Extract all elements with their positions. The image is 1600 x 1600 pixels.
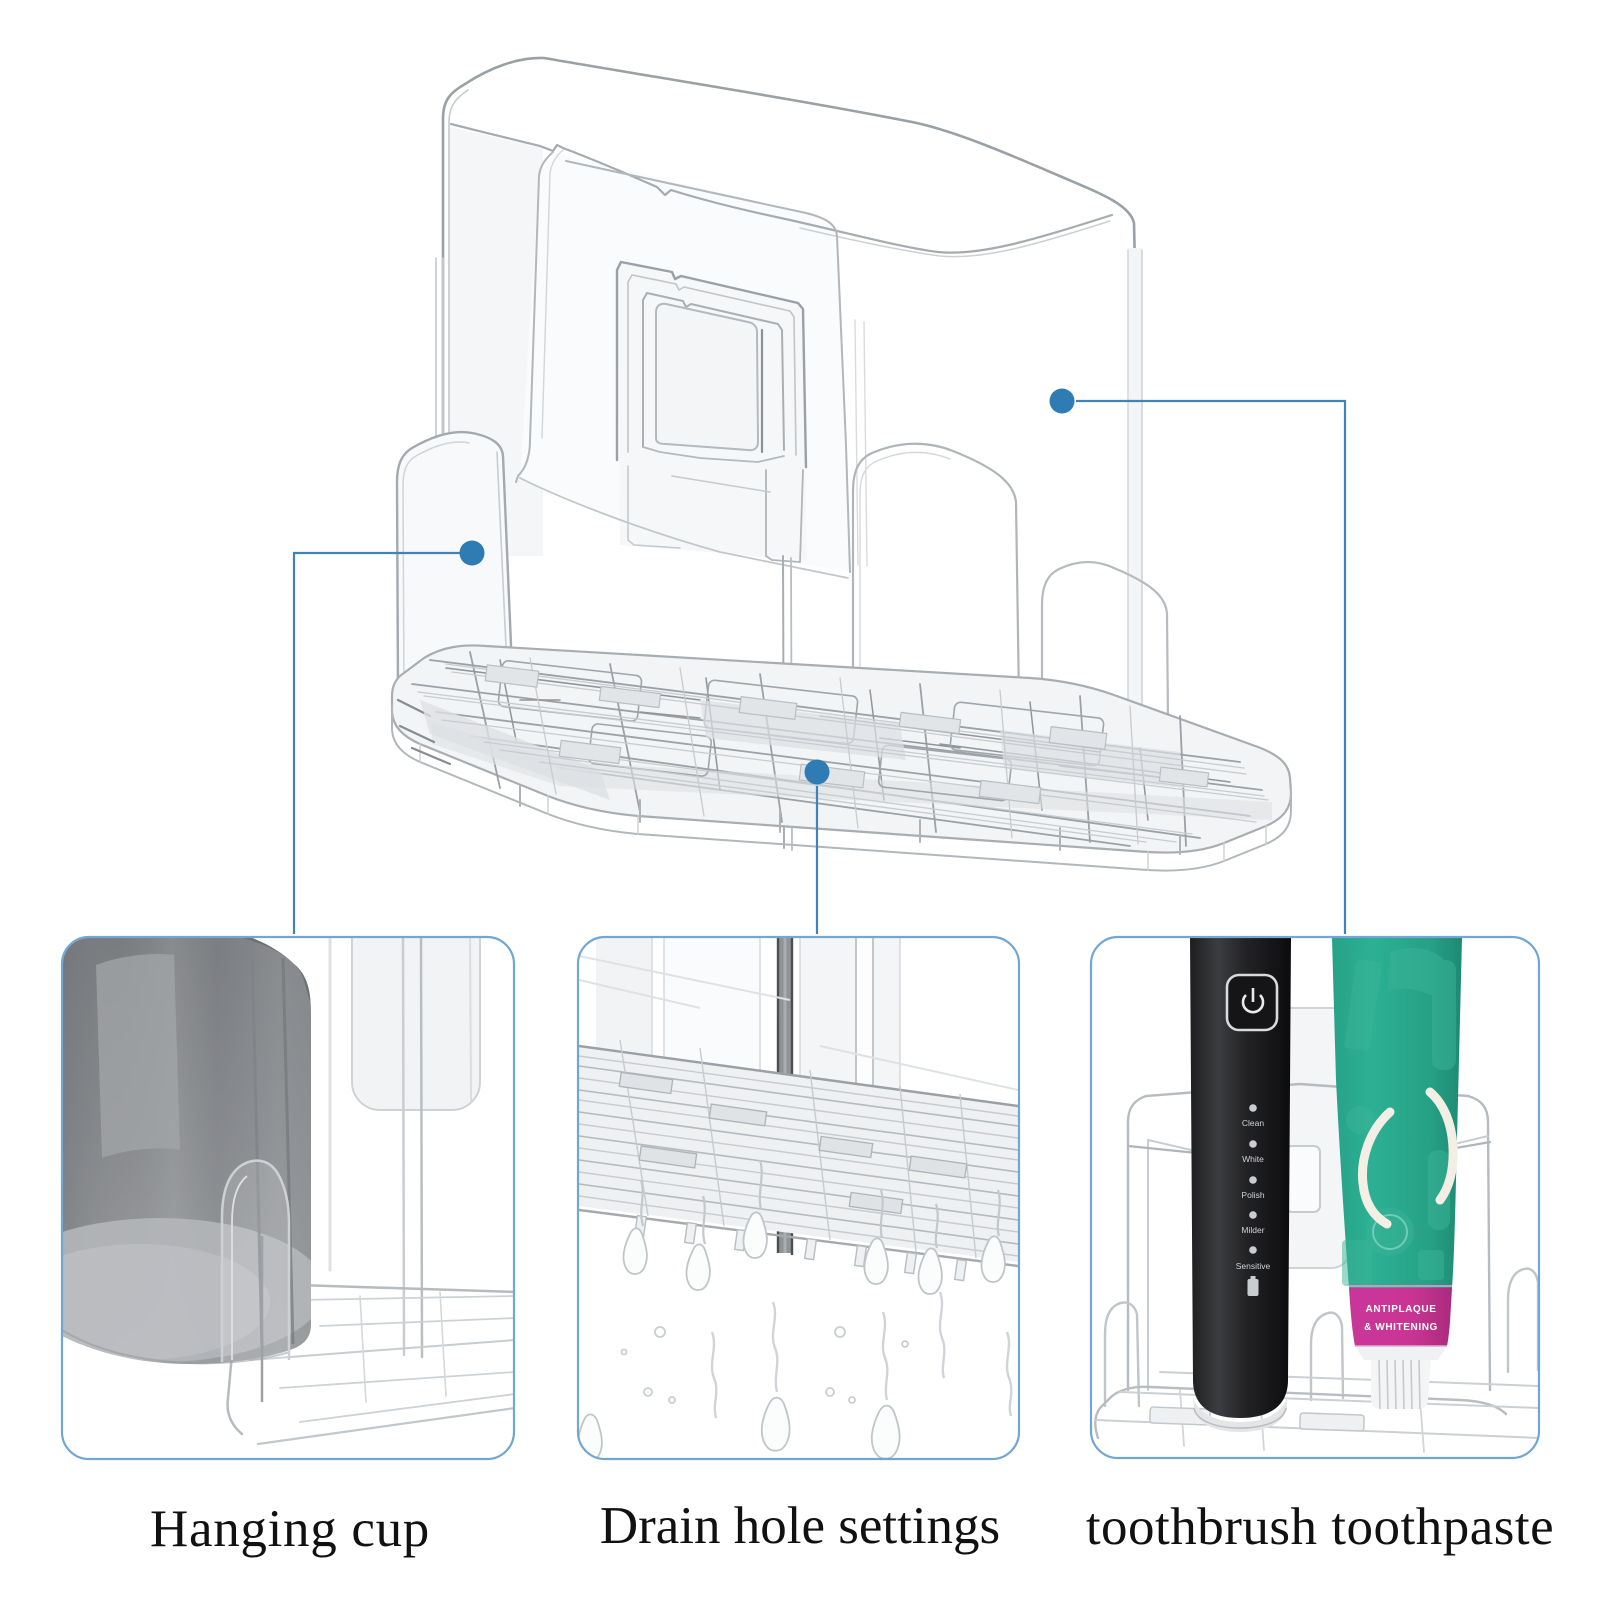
svg-text:Polish: Polish (1241, 1190, 1264, 1200)
svg-text:Drain hole settings: Drain hole settings (600, 1497, 1000, 1555)
svg-text:White: White (1242, 1154, 1264, 1164)
svg-text:Clean: Clean (1242, 1118, 1264, 1128)
svg-text:Sensitive: Sensitive (1236, 1261, 1271, 1271)
svg-text:ANTIPLAQUE: ANTIPLAQUE (1366, 1304, 1437, 1315)
svg-text:toothbrush toothpaste: toothbrush toothpaste (1086, 1498, 1554, 1556)
svg-text:& WHITENING: & WHITENING (1364, 1322, 1438, 1333)
svg-text:Hanging cup: Hanging cup (150, 1500, 430, 1558)
svg-text:Milder: Milder (1241, 1225, 1264, 1235)
